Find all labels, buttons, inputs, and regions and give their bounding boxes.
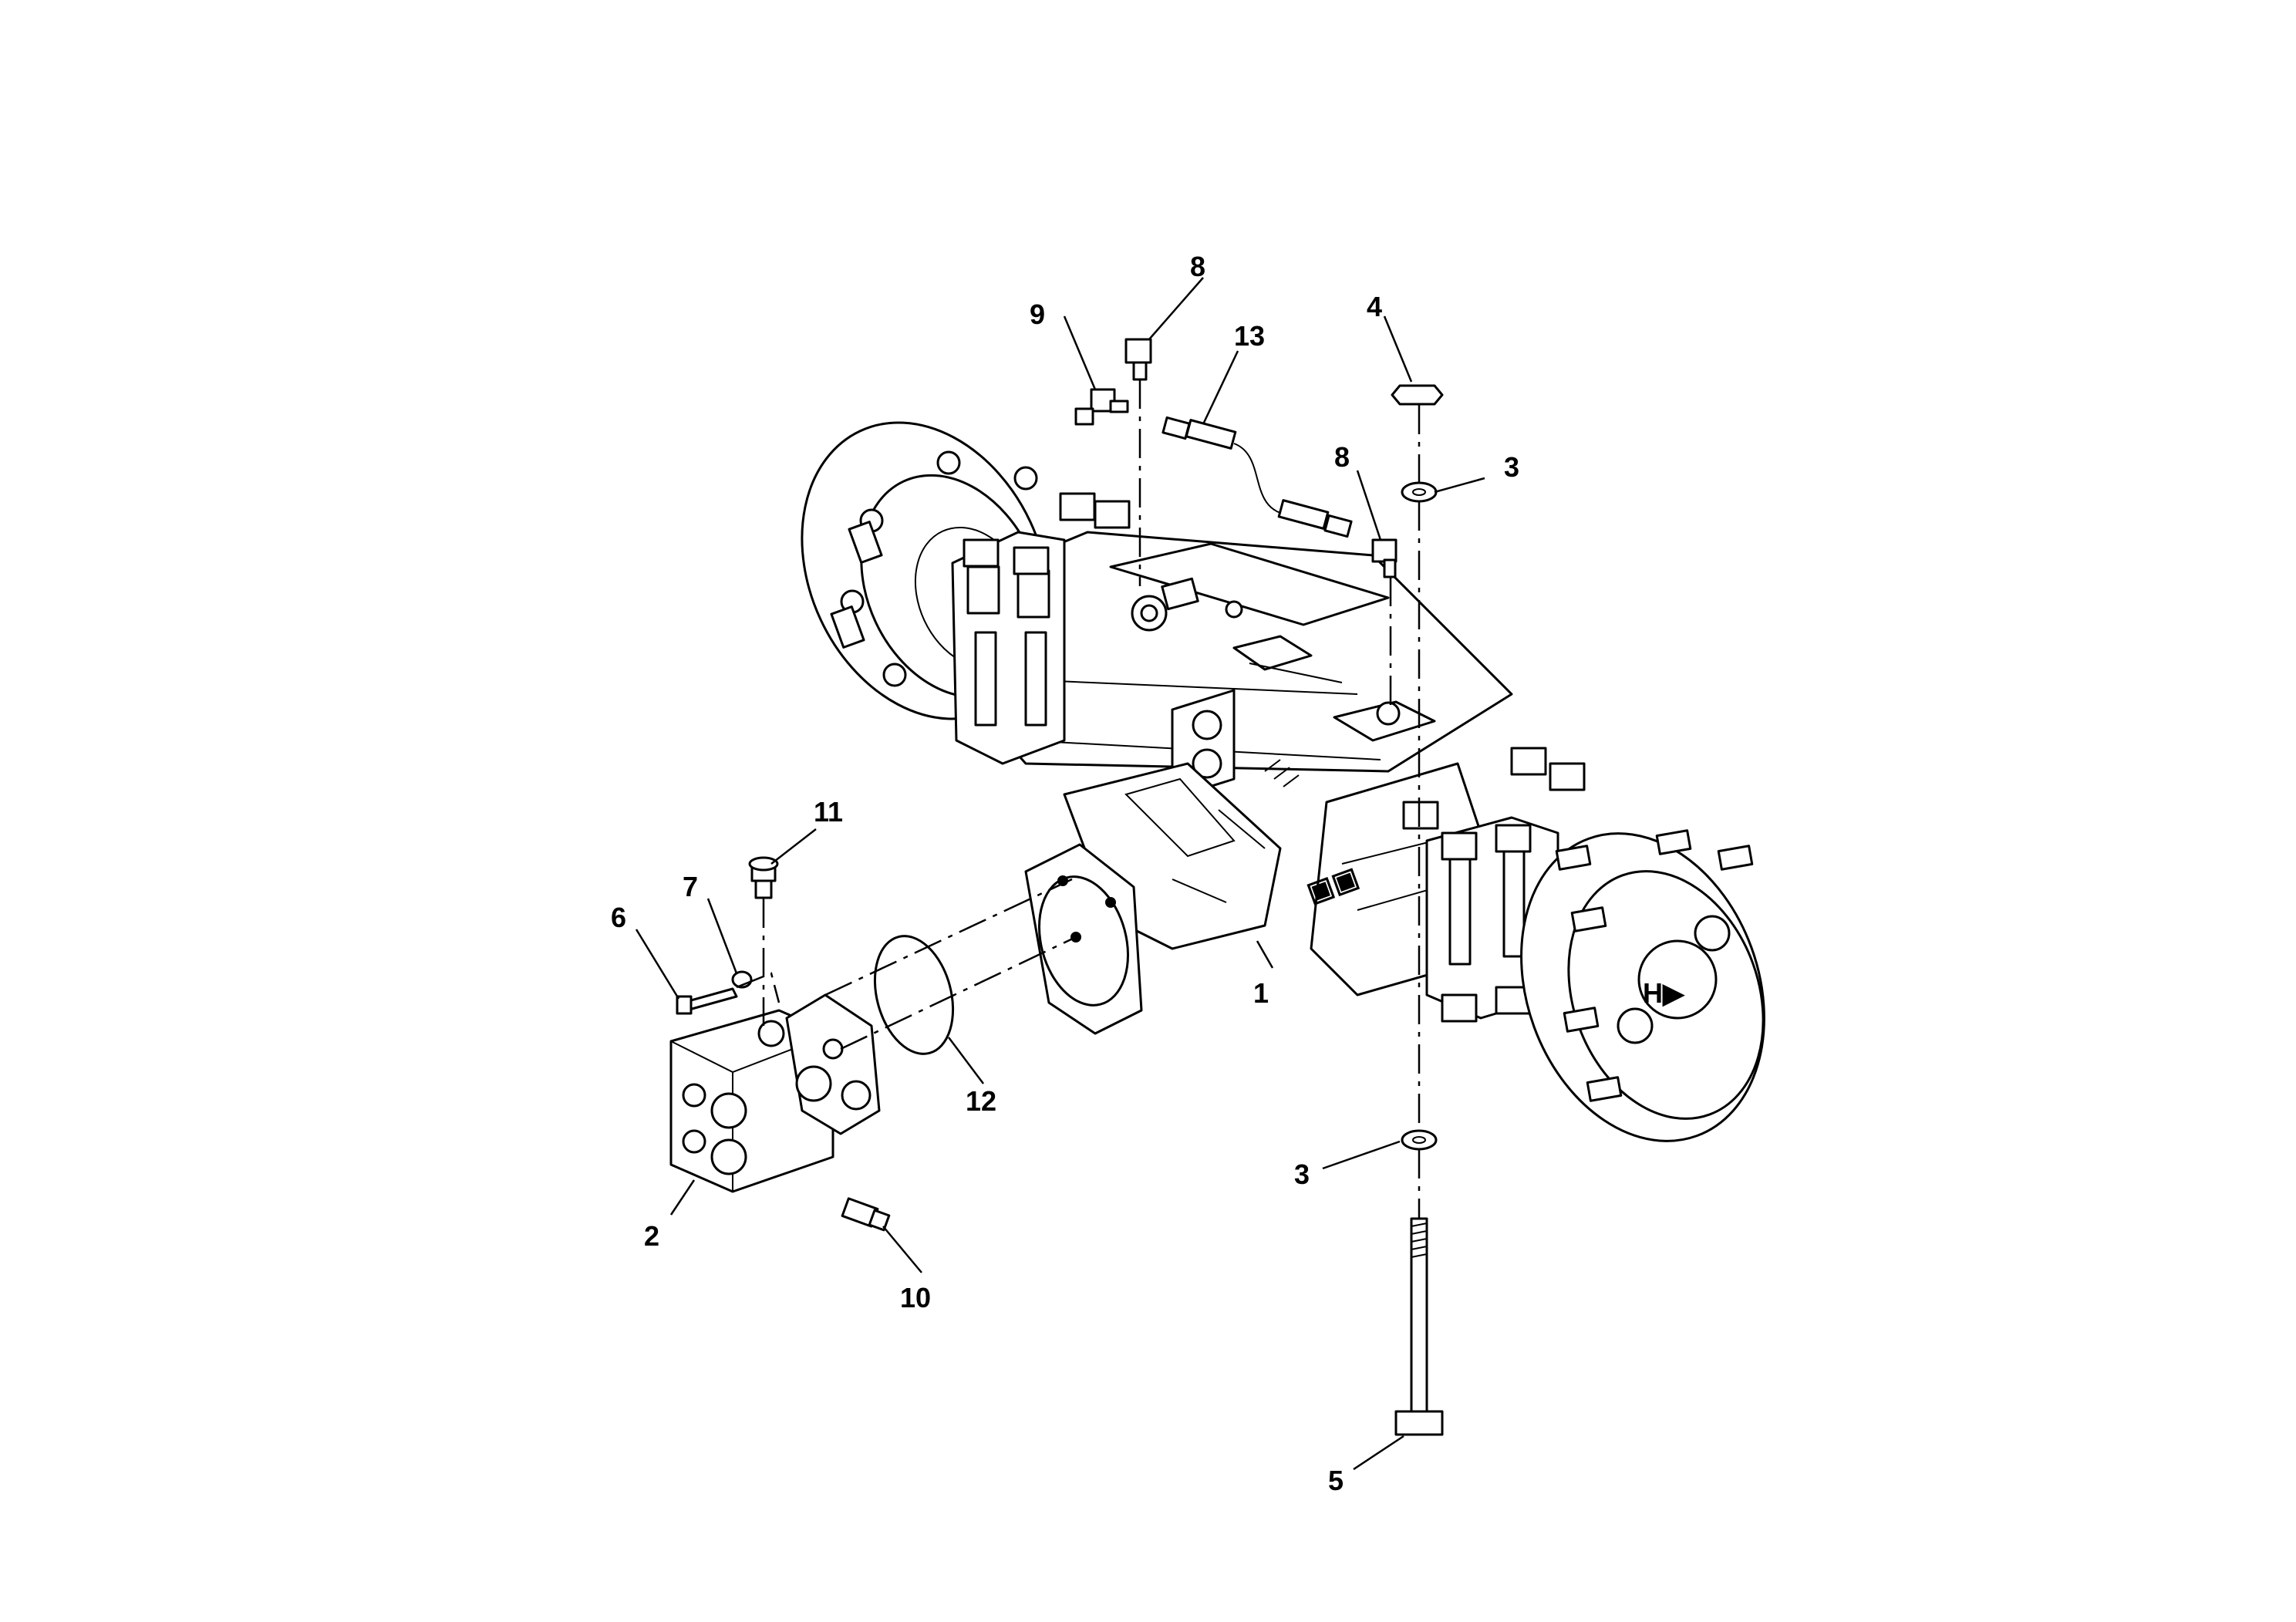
- input-flange: [1024, 843, 1143, 1035]
- callout-3-lower: 3: [1294, 1158, 1310, 1190]
- callout-8-lower: 8: [1334, 441, 1350, 473]
- elbow-fitting-8-lower: [1371, 538, 1397, 578]
- elbow-fitting-8-upper: [1124, 338, 1152, 381]
- callout-11: 11: [814, 796, 843, 828]
- callout-6: 6: [611, 902, 626, 933]
- bolt-5: [1394, 1217, 1444, 1436]
- centerline-bolt-6: [736, 972, 781, 1003]
- right-wheel-hub: H▶: [1520, 829, 1765, 1142]
- callout-3-upper: 3: [1504, 451, 1519, 483]
- svg-text:H▶: H▶: [1643, 977, 1685, 1009]
- callout-4: 4: [1367, 291, 1382, 322]
- o-ring: [873, 935, 955, 1055]
- centerline-motor-lower: [840, 936, 1077, 1050]
- callout-7: 7: [683, 871, 698, 902]
- washer-3-lower: [1401, 1129, 1438, 1151]
- callout-5: 5: [1328, 1465, 1344, 1496]
- callout-12: 12: [966, 1085, 996, 1117]
- hydraulic-motor: [669, 993, 881, 1193]
- centerline-motor-upper: [824, 878, 1073, 996]
- bolt-6: [676, 987, 738, 1015]
- fitting-11: [748, 856, 779, 899]
- fitting-10: [841, 1197, 891, 1232]
- washer-3-upper: [1401, 481, 1438, 503]
- leader-lines: [635, 277, 1485, 1471]
- callout-2: 2: [644, 1220, 659, 1252]
- axle-housing: ▣▣: [801, 421, 1586, 1023]
- hose-13: [1161, 416, 1353, 538]
- callout-1: 1: [1253, 977, 1269, 1009]
- callout-9: 9: [1030, 298, 1045, 330]
- tee-fitting-9: [1074, 388, 1129, 426]
- nut-4: [1391, 384, 1444, 406]
- callout-13: 13: [1234, 320, 1265, 352]
- callout-10: 10: [900, 1282, 931, 1313]
- callout-8-upper: 8: [1190, 251, 1205, 282]
